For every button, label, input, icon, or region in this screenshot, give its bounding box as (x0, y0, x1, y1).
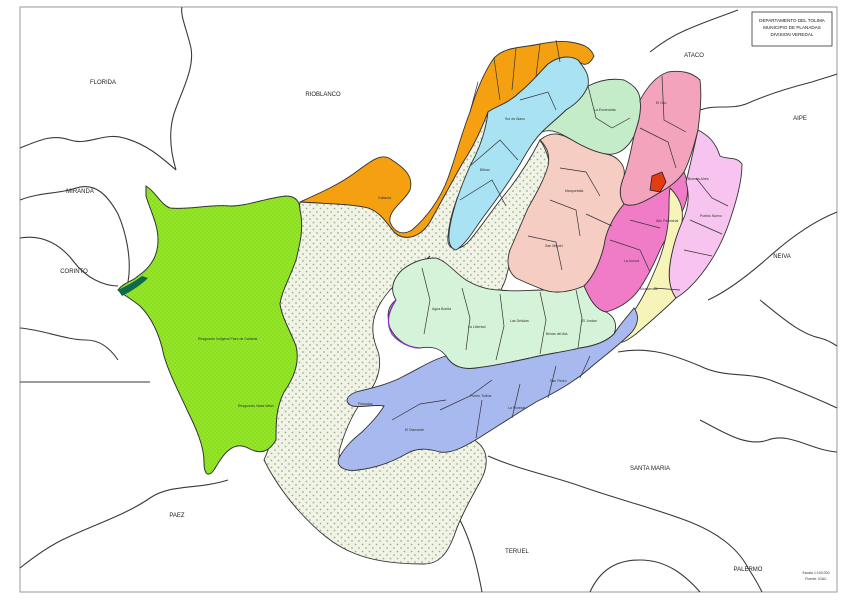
footer-line-2: Fuente: IGAC (805, 577, 827, 581)
vereda-label: Alto Palmichal (656, 219, 678, 223)
neighbor-label-corinto: CORINTO (60, 269, 88, 275)
purple-boundary (387, 299, 421, 349)
neighbor-labels: FLORIDA RIOBLANCO ATACO AIPE MIRANDA COR… (60, 53, 807, 573)
vereda-label: Buenos Aires (688, 177, 709, 181)
vereda-label: Las Delicias (510, 319, 529, 323)
neighbor-label-teruel: TERUEL (505, 549, 529, 555)
title-box (751, 11, 833, 47)
vereda-label: Marquetalia (565, 189, 583, 193)
title-line-1: DEPARTAMENTO DEL TOLIMA (759, 18, 826, 23)
vereda-label: San Pedro (550, 379, 567, 383)
title-cartouche: DEPARTAMENTO DEL TOLIMA MUNICIPIO DE PLA… (751, 11, 833, 47)
zone-east-lilac[interactable] (668, 129, 743, 299)
vereda-label: El Diamante (405, 428, 424, 432)
vereda-boundaries (391, 39, 729, 439)
vereda-label: Bilbao (480, 168, 490, 172)
footer-notes: Escala 1:100.000 Fuente: IGAC (802, 571, 829, 581)
neighbor-label-neiva: NEIVA (773, 254, 791, 260)
zone-east-magenta[interactable] (583, 171, 689, 313)
neighbor-label-santa-maria: SANTA MARIA (630, 466, 670, 472)
vereda-label: La Aurora (624, 259, 639, 263)
zone-central-mint[interactable] (387, 257, 617, 369)
vereda-label: La Esmeralda (594, 108, 616, 112)
neighbor-label-florida: FLORIDA (90, 80, 116, 86)
zone-west-dark-edge (118, 276, 148, 296)
title-line-2: MUNICIPIO DE PLANADAS (763, 25, 821, 30)
vereda-label: Resguardo Indigena Paez de Gaitania (198, 337, 257, 341)
neighbor-label-ataco: ATACO (684, 53, 704, 59)
vereda-label: Monserrate (640, 287, 658, 291)
zone-urban-red[interactable] (649, 171, 667, 193)
vereda-label: Pueblo Nuevo (700, 214, 722, 218)
neighbor-label-palermo: PALERMO (734, 567, 763, 573)
vereda-label: Resguardo Nasa Wesx (238, 404, 274, 408)
footer-line-1: Escala 1:100.000 (802, 571, 829, 575)
vereda-label: El Oso (656, 101, 667, 105)
vereda-labels: Gaitania Bilbao Sur de Ataco La Esmerald… (198, 101, 722, 432)
vereda-label: Agua Bonita (432, 307, 451, 311)
vereda-label: Gaitania (378, 196, 391, 200)
zone-south-blue[interactable] (337, 307, 638, 471)
vereda-label: La Libertad (468, 325, 486, 329)
title-line-3: DIVISION VEREDAL (771, 32, 814, 37)
vereda-label: San Miguel (545, 244, 563, 248)
vereda-label: Sur de Ataco (505, 117, 525, 121)
neighbor-boundaries (19, 6, 838, 593)
vereda-label: Brisas del Atá (546, 332, 567, 336)
vereda-label: Planadas (358, 402, 373, 406)
vereda-label: Puerto Tolima (470, 394, 491, 398)
vereda-label: La Floresta (508, 406, 526, 410)
neighbor-label-miranda: MIRANDA (66, 189, 94, 195)
neighbor-label-paez: PAEZ (169, 513, 185, 519)
neighbor-label-rioblanco: RIOBLANCO (305, 92, 341, 98)
zone-east-yellow[interactable] (613, 187, 683, 343)
vereda-label: El Jordan (582, 319, 597, 323)
neighbor-label-aipe: AIPE (793, 116, 807, 122)
